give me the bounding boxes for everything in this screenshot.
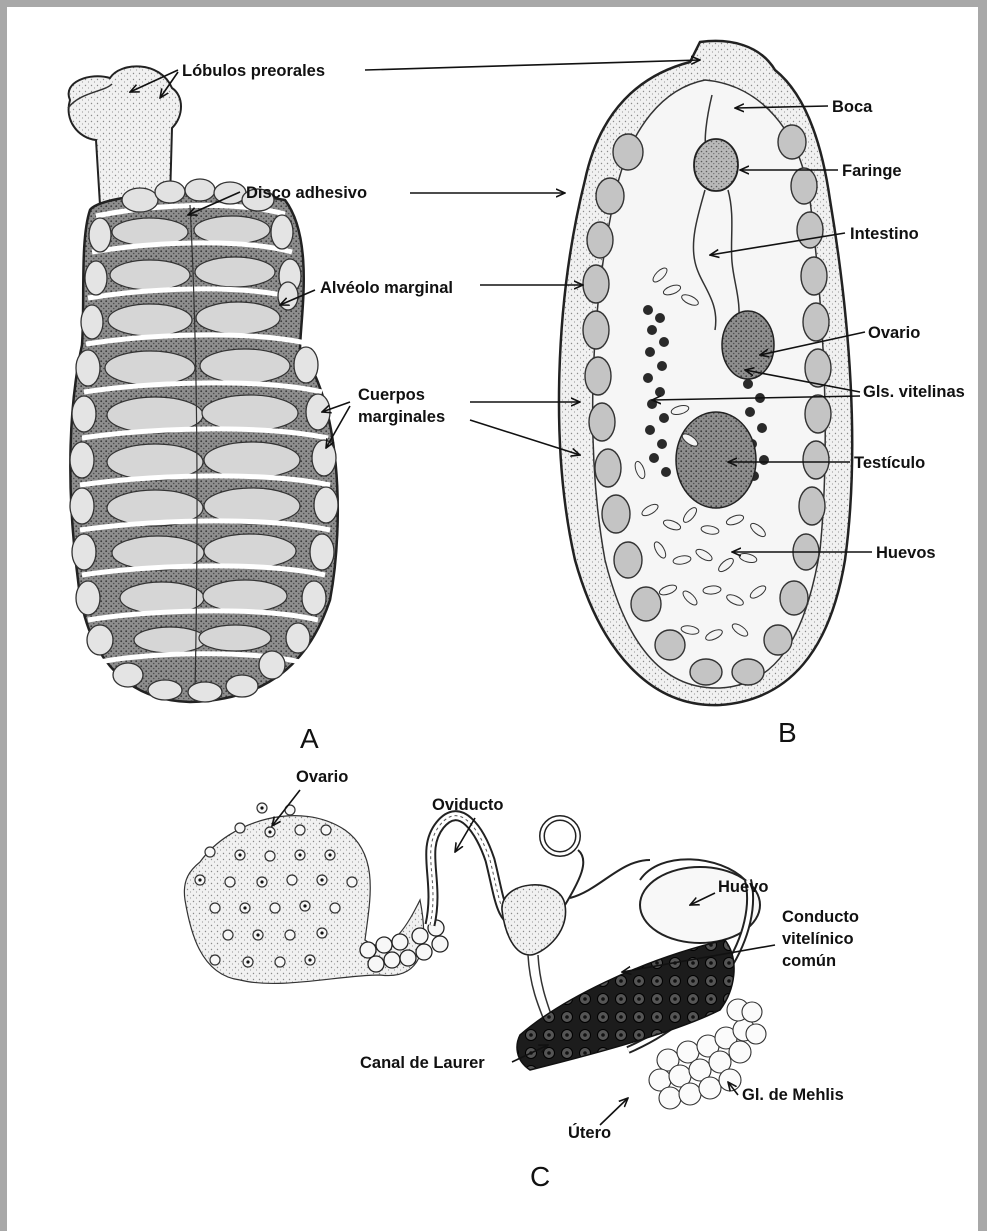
label-testiculo: Testículo (854, 454, 925, 472)
panel-letter-c: C (530, 1161, 550, 1192)
label-alveolo-marginal: Alvéolo marginal (320, 279, 453, 297)
label-cuerpos-line-1: Cuerpos (358, 386, 425, 404)
label-huevo: Huevo (718, 878, 768, 896)
label-gls-vitelinas: Gls. vitelinas (863, 383, 965, 401)
label-cuerpos-line-2: marginales (358, 408, 445, 426)
label-canal-de-laurer: Canal de Laurer (360, 1054, 485, 1072)
panel-letter-a: A (300, 723, 319, 754)
label-ovario-b: Ovario (868, 324, 920, 342)
label-conducto-line-1: Conducto (782, 908, 859, 926)
label-gl-de-mehlis: Gl. de Mehlis (742, 1086, 844, 1104)
label-lobulos-preorales: Lóbulos preorales (182, 62, 325, 80)
label-utero: Útero (568, 1123, 611, 1142)
panel-b-drawing (559, 41, 852, 705)
label-conducto-line-3: común (782, 952, 836, 970)
label-faringe: Faringe (842, 162, 902, 180)
panel-a-drawing (68, 66, 338, 702)
label-oviducto: Oviducto (432, 796, 504, 814)
label-boca: Boca (832, 98, 873, 116)
label-disco-adhesivo: Disco adhesivo (246, 184, 367, 202)
panel-letter-b: B (778, 717, 797, 748)
label-intestino: Intestino (850, 225, 919, 243)
label-conducto-line-2: vitelínico (782, 930, 854, 948)
label-ovario-c: Ovario (296, 768, 348, 786)
label-huevos: Huevos (876, 544, 936, 562)
